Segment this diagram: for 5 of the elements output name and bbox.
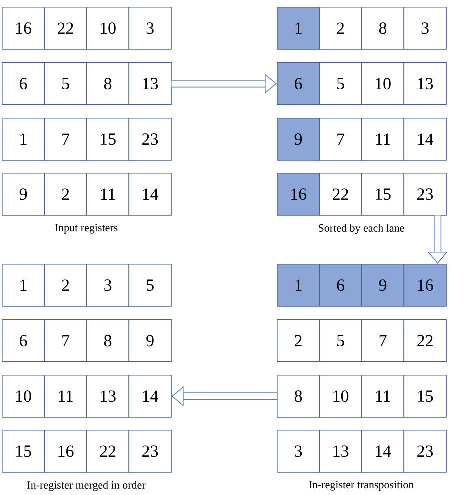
caption: Sorted by each lane (319, 224, 404, 234)
caption: In-register merged in order (28, 481, 146, 492)
caption: Input registers (55, 224, 118, 234)
hollow-arrow (172, 74, 277, 94)
caption: In-register transposition (309, 481, 414, 491)
